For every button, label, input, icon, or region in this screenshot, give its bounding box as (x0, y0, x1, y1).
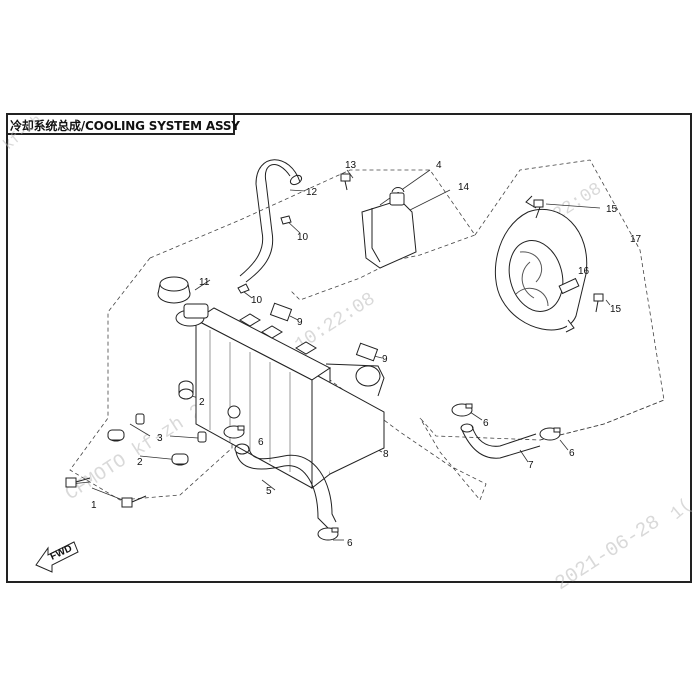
lower-hose-part-5 (234, 443, 337, 529)
callout-16: 16 (578, 266, 590, 277)
spacer-part-3 (135, 413, 207, 443)
callout-2: 2 (199, 397, 205, 408)
diagram-frame (6, 113, 692, 583)
title-box (6, 113, 235, 135)
watermark-text: kf-zh (0, 112, 45, 154)
callout-5: 5 (266, 486, 272, 497)
callout-15: 15 (610, 304, 622, 315)
bolt-part-15 (533, 199, 604, 313)
callout-1: 1 (91, 500, 97, 511)
radiator-part-8 (175, 303, 385, 490)
callout-6: 6 (258, 437, 264, 448)
elbow-pipe-part-7 (460, 423, 541, 459)
bolt-part-13 (340, 173, 351, 191)
radiator-cap-part-11 (157, 276, 191, 304)
hose-clip-part-10 (237, 215, 292, 294)
callout-10: 10 (251, 295, 263, 306)
callout-9: 9 (297, 317, 303, 328)
callout-13: 13 (345, 160, 357, 171)
watermark-text: 1( (667, 495, 696, 524)
callout-labels: 1 2 2 3 4 5 6 6 6 6 7 8 9 9 10 10 11 12 … (91, 160, 642, 549)
cooling-fan-part-16 (494, 195, 588, 333)
mount-bracket-part-9 (239, 302, 379, 362)
bolt-part-1 (65, 477, 147, 508)
callout-14: 14 (458, 182, 470, 193)
callout-17: 17 (630, 234, 642, 245)
hose-clamp-part-6 (223, 403, 561, 541)
callout-6: 6 (483, 418, 489, 429)
callout-4: 4 (436, 160, 442, 171)
callout-6: 6 (569, 448, 575, 459)
callout-15: 15 (606, 204, 618, 215)
callout-8: 8 (383, 449, 389, 460)
callout-6: 6 (347, 538, 353, 549)
page-title: 冷却系统总成/COOLING SYSTEM ASSY (10, 119, 240, 133)
callout-2: 2 (137, 457, 143, 468)
callout-11: 11 (199, 277, 210, 288)
callout-7: 7 (528, 460, 534, 471)
coolant-reservoir-part-4 (361, 187, 417, 269)
callout-12: 12 (306, 187, 318, 198)
callout-9: 9 (382, 354, 388, 365)
forward-direction-arrow: FWD (35, 541, 79, 573)
callout-3: 3 (157, 433, 163, 444)
watermark-text: 2021-06-28 (551, 511, 664, 596)
upper-hose-part-12 (239, 159, 303, 283)
watermark-layer: kf-zh CFMOTO kf-zh 2021-06-28 10:22:08 2… (0, 112, 696, 596)
callout-10: 10 (297, 232, 309, 243)
grommet-part-2 (107, 380, 194, 466)
